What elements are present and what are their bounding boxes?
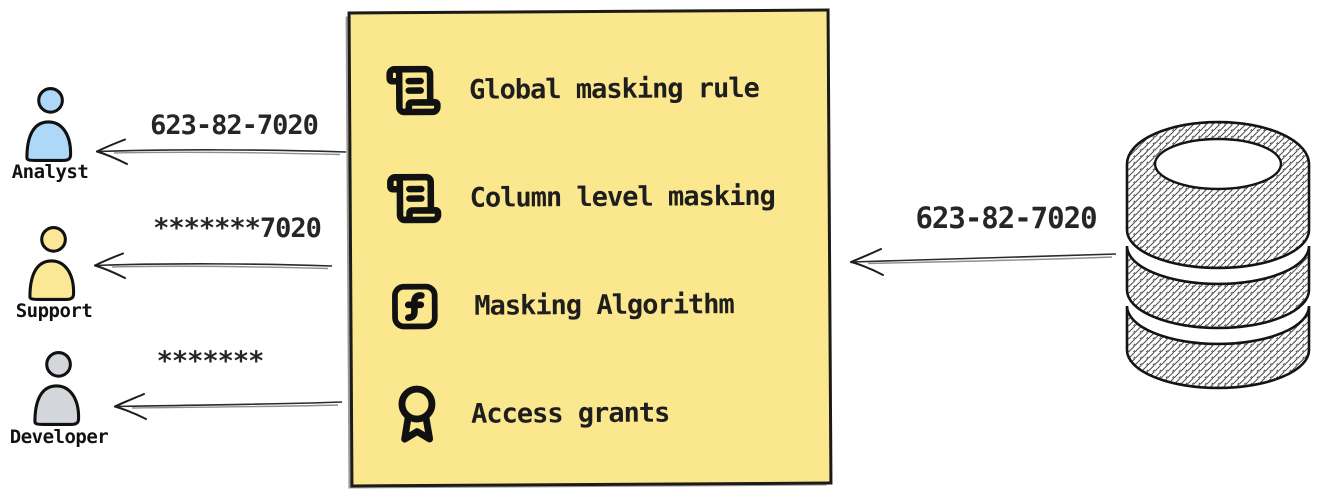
masking-rule-label: Masking Algorithm [474,288,734,322]
analyst-person-icon [21,87,77,163]
developer-value-label: ******* [156,346,265,377]
database-bottom-segment [1125,305,1311,390]
scroll-text-icon [386,65,441,115]
analyst-body [25,120,73,162]
arrow-to-support-icon [86,250,336,284]
masking-rules-panel: Global masking rule Column level masking… [347,8,833,488]
arrow-to-developer-icon [106,388,346,424]
developer-body [33,384,81,426]
support-person-icon [24,226,80,302]
support-body [28,259,76,301]
arrow-to-analyst-icon [88,136,350,170]
support-head [40,226,67,253]
developer-head [45,351,72,378]
support-value-label: *******7020 [153,213,322,244]
masking-rule-label: Column level masking [469,180,775,214]
masking-rule-row: Masking Algorithm [386,275,828,336]
masking-rule-row: Global masking rule [385,59,827,120]
database-middle-segment [1125,245,1311,330]
analyst-head [37,87,64,114]
database-top-opening [1153,137,1283,191]
masking-rule-label: Access grants [470,397,670,430]
support-label: Support [15,300,93,322]
masking-rule-label: Global masking rule [468,72,759,106]
masking-rule-row: Column level masking [386,167,828,228]
masking-rule-row: Access grants [387,383,829,444]
database-value-label: 623-82-7020 [915,201,1097,235]
award-icon [398,385,436,443]
developer-label: Developer [9,426,109,448]
analyst-label: Analyst [11,161,89,183]
database-icon [1122,118,1314,394]
analyst-value-label: 623-82-7020 [150,110,319,141]
arrow-database-to-box-icon [842,242,1120,282]
function-square-icon [392,283,438,329]
developer-person-icon [29,351,85,427]
scroll-text-icon [387,173,442,223]
